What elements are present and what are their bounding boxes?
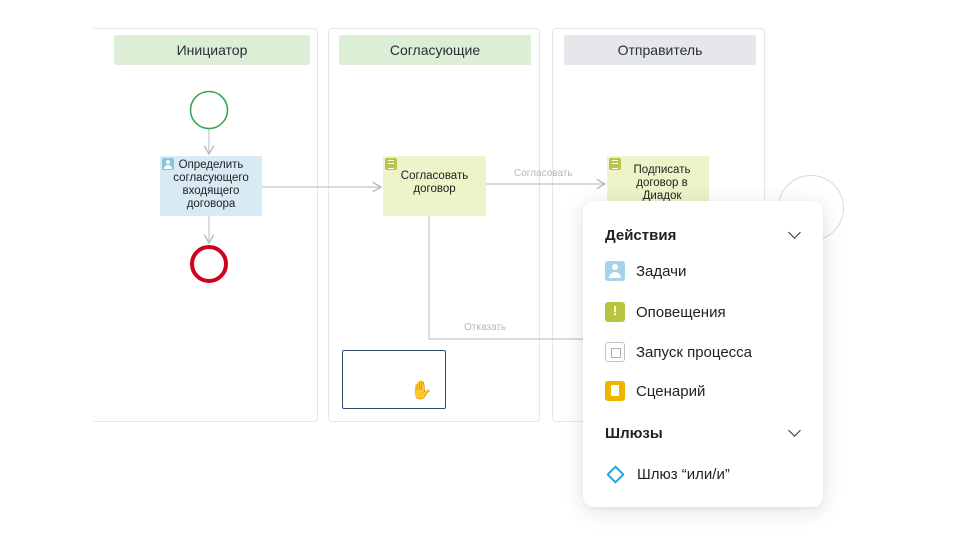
menu-item-label: Шлюз “или/и” [637,465,730,483]
lane-header-initiator: Инициатор [114,35,310,65]
section-title-actions: Действия [605,226,677,244]
task-define-approver-label: Определить согласующего входящего догово… [173,159,249,210]
menu-item-tasks[interactable]: Задачи [605,260,803,282]
gateway-diamond-icon [606,464,625,484]
section-header-gateways[interactable]: Шлюзы [605,423,803,443]
task-approve-contract-label: Согласовать договор [400,170,469,195]
element-palette-menu: Действия Задачи Оповещения Запуск процес… [583,201,823,507]
notification-icon [605,302,625,322]
edge-label-approve: Согласовать [514,168,573,179]
hand-grab-icon: ✋ [410,380,433,400]
menu-item-label: Задачи [636,262,687,280]
script-icon [605,381,625,401]
task-sign-contract-label: Подписать договор в Диадок [633,164,691,202]
task-define-approver[interactable]: Определить согласующего входящего догово… [160,156,262,216]
start-event[interactable] [189,90,229,130]
document-task-icon [609,158,621,170]
menu-item-label: Оповещения [636,303,726,321]
user-task-icon [605,261,625,281]
task-sign-contract[interactable]: Подписать договор в Диадок [607,156,709,202]
menu-item-notifications[interactable]: Оповещения [605,301,803,323]
user-task-icon [162,158,174,170]
chevron-down-icon[interactable] [788,226,801,239]
menu-item-script[interactable]: Сценарий [605,380,803,402]
menu-item-label: Запуск процесса [636,343,753,361]
section-header-actions[interactable]: Действия [605,225,803,245]
task-approve-contract[interactable]: Согласовать договор [383,156,486,216]
chevron-down-icon[interactable] [788,424,801,437]
lane-approvers: Согласующие [328,28,540,422]
new-element-placeholder[interactable] [342,350,446,409]
menu-item-label: Сценарий [636,382,706,400]
lane-header-approvers: Согласующие [339,35,531,65]
document-task-icon [385,158,397,170]
menu-item-gateway-or-and[interactable]: Шлюз “или/и” [605,463,803,485]
section-title-gateways: Шлюзы [605,424,663,442]
end-event[interactable] [190,245,228,283]
lane-header-sender: Отправитель [564,35,756,65]
process-launch-icon [605,342,625,362]
flow-approve-reject [428,216,590,340]
menu-item-process-launch[interactable]: Запуск процесса [605,341,803,363]
edge-label-reject: Отказать [464,322,507,333]
